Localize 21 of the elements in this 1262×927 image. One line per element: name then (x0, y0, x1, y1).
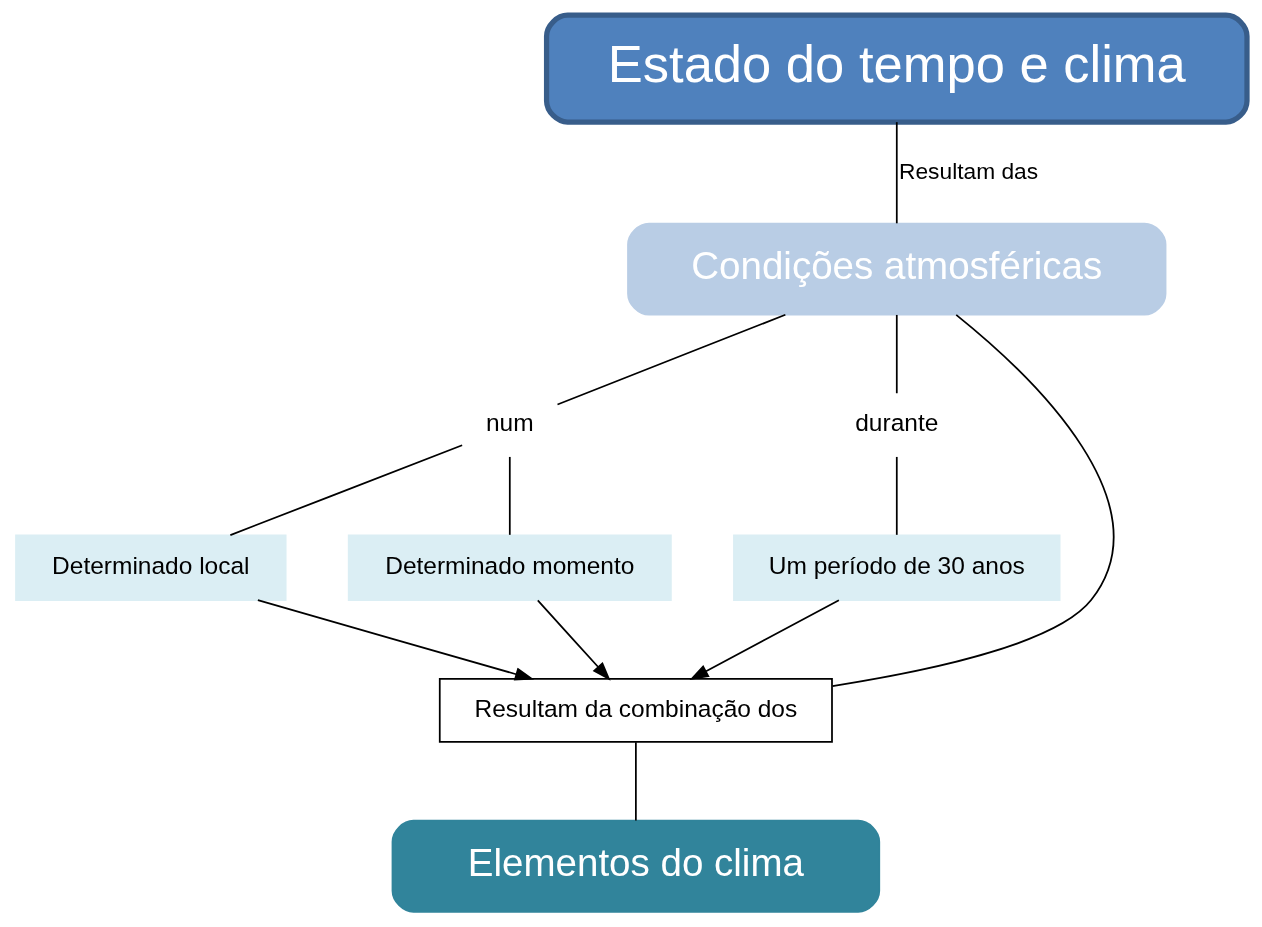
node-box: Um período de 30 anos (732, 534, 1060, 601)
node-box: Elementos do clima (391, 819, 880, 913)
edge-label: Resultam das (898, 157, 1038, 184)
connector (895, 314, 898, 395)
node-box: Determinado local (14, 534, 287, 601)
connector (895, 456, 898, 536)
connector (895, 121, 898, 225)
arrow (688, 599, 840, 681)
node-box: Determinado momento (347, 534, 672, 601)
arrow (256, 599, 534, 681)
connector (831, 313, 1114, 687)
node-text: durante (854, 409, 938, 437)
arrow (536, 599, 611, 681)
node-text: num (485, 409, 534, 437)
connector (634, 741, 637, 822)
connector (556, 313, 786, 406)
node-box: Condições atmosféricas (626, 222, 1166, 316)
connector (508, 456, 511, 536)
connector (228, 444, 463, 536)
node-box: Resultam da combinação dos (438, 678, 833, 743)
node-box: Estado do tempo e clima (543, 12, 1250, 125)
